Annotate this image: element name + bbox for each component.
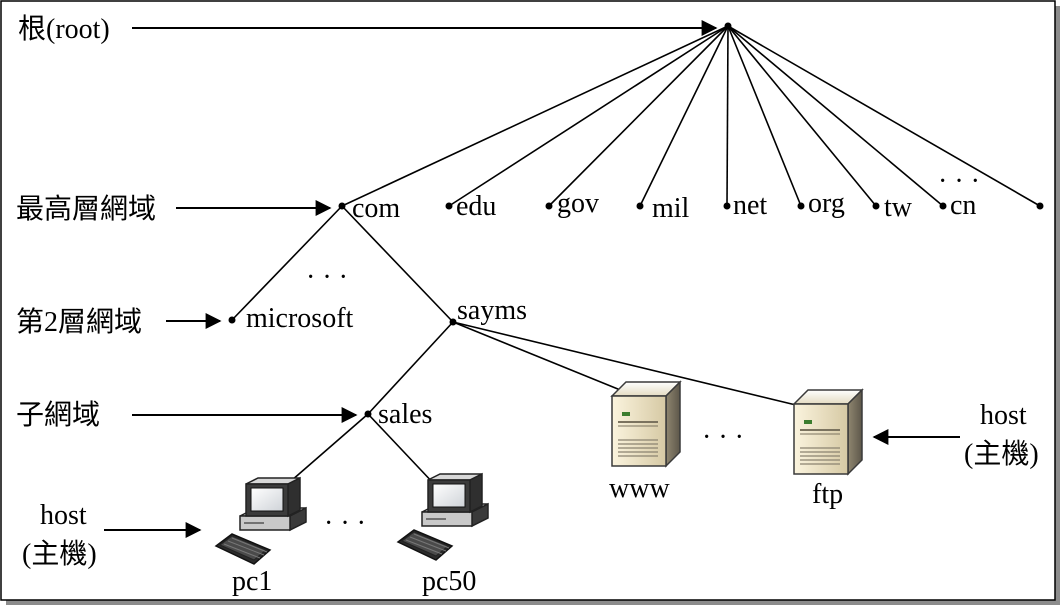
tld-node-net	[723, 202, 731, 210]
server-ellipsis: · · ·	[702, 422, 744, 453]
sales-label: sales	[378, 399, 432, 430]
tld-node-cn	[939, 202, 947, 210]
server-icon	[611, 381, 681, 467]
pc50-label: pc50	[422, 566, 476, 597]
host-right-label-line2: (主機)	[964, 438, 1039, 470]
root-node	[724, 22, 732, 30]
tld-mil-label: mil	[652, 193, 690, 224]
ftp-label: ftp	[812, 479, 843, 510]
www-label: www	[609, 473, 670, 504]
tree-edges	[231, 25, 1041, 495]
node-microsoft	[228, 316, 236, 324]
second-level-ellipsis: · · ·	[306, 262, 348, 293]
subdomain-label: 子網域	[16, 399, 100, 431]
tld-com-label: com	[352, 193, 400, 224]
sayms-label: sayms	[457, 295, 527, 326]
tld-node-org	[797, 202, 805, 210]
tld-edu-label: edu	[456, 191, 496, 222]
tld-net-label: net	[733, 190, 767, 221]
node-sayms	[449, 318, 457, 326]
tld-node-gov	[545, 202, 553, 210]
node-sales	[364, 410, 372, 418]
host-right-label-line1: host	[980, 400, 1027, 431]
tld-node-edu	[445, 202, 453, 210]
host-left-label-line2: (主機)	[22, 538, 97, 570]
server-icon	[793, 389, 863, 475]
tld-gov-label: gov	[557, 188, 599, 219]
tld-node-tw	[872, 202, 880, 210]
second-level-label: 第2層網域	[16, 306, 142, 338]
tree-node-dots	[228, 22, 1044, 418]
pc1-label: pc1	[232, 566, 272, 597]
tld-tw-label: tw	[884, 192, 913, 223]
tld-org-label: org	[808, 188, 845, 219]
tld-node-mil	[636, 202, 644, 210]
root-label: 根(root)	[18, 13, 110, 45]
microsoft-label: microsoft	[246, 303, 354, 334]
tld-ellipsis: · · ·	[938, 166, 980, 197]
tld-label: 最高層網域	[16, 193, 156, 225]
pc-ellipsis: · · ·	[324, 508, 366, 539]
tld-cn-label: cn	[950, 190, 976, 221]
tld-node-extra	[1036, 202, 1044, 210]
tld-node-com	[338, 202, 346, 210]
host-left-label-line1: host	[40, 500, 87, 531]
